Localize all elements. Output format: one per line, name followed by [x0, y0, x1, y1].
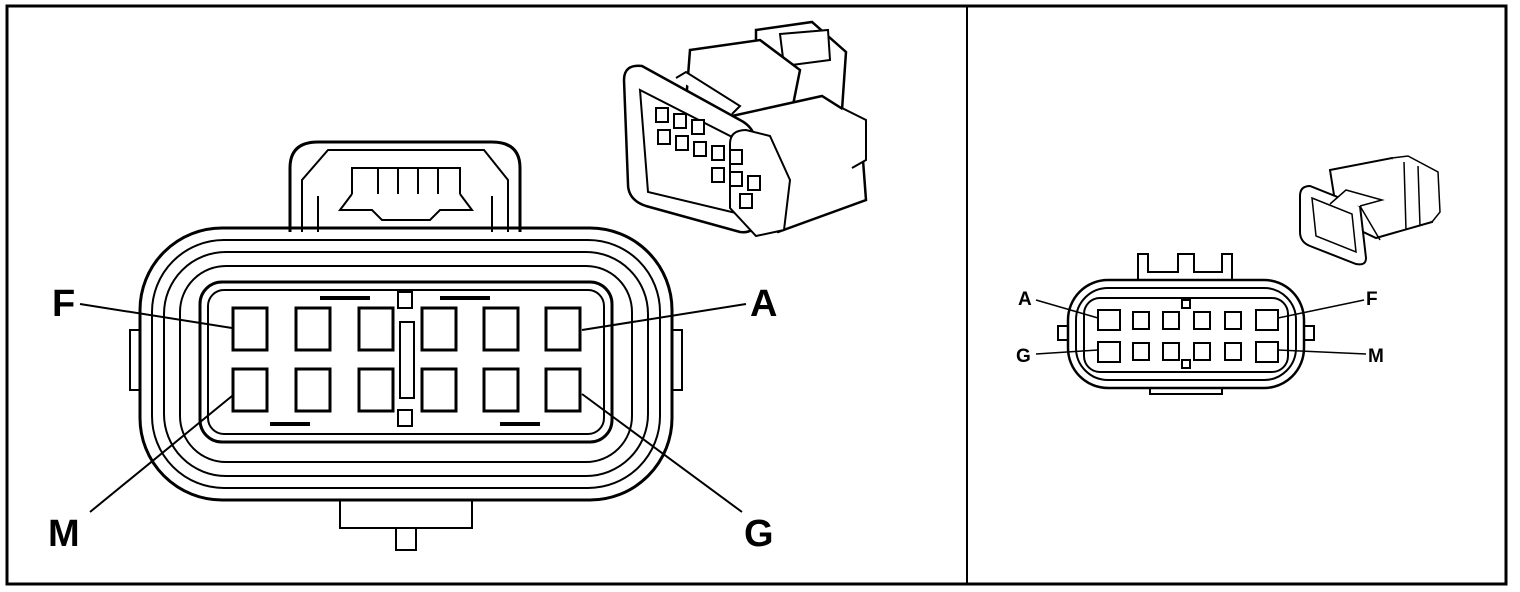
- right-label-top-left: A: [1018, 289, 1032, 310]
- pin-cavity: [357, 367, 395, 413]
- pin-cavity: [1193, 342, 1211, 361]
- pin-cavity: [1132, 311, 1150, 330]
- pin-cavity: [482, 367, 520, 413]
- right-label-top-right: F: [1366, 289, 1378, 310]
- left-label-top-left: F: [52, 283, 75, 325]
- pin-cavity: [1097, 341, 1121, 363]
- right-label-bottom-right: M: [1368, 346, 1384, 367]
- pin-cavity: [1224, 342, 1242, 361]
- pin-cavity: [1193, 311, 1211, 330]
- right-connector-face: [1057, 253, 1315, 395]
- pin-cavity: [1255, 309, 1279, 331]
- pin-cavity: [357, 306, 395, 352]
- left-pin-grid: [231, 306, 582, 413]
- pin-cavity: [1255, 341, 1279, 363]
- right-connector-isometric: [1299, 155, 1441, 266]
- right-pin-grid: [1097, 309, 1279, 363]
- pin-cavity: [420, 306, 458, 352]
- pin-cavity: [231, 367, 269, 413]
- pin-cavity: [294, 367, 332, 413]
- left-connector-face: [129, 140, 683, 551]
- pin-cavity: [1162, 311, 1180, 330]
- pin-cavity: [1162, 342, 1180, 361]
- left-leader-lines: [79, 303, 747, 513]
- pin-cavity: [482, 306, 520, 352]
- right-leader-lines: [1035, 299, 1367, 355]
- right-label-bottom-left: G: [1016, 346, 1031, 367]
- left-label-top-right: A: [750, 283, 777, 325]
- left-isometric-pins: [655, 107, 761, 209]
- pin-cavity: [1132, 342, 1150, 361]
- pin-cavity: [231, 306, 269, 352]
- pin-cavity: [294, 306, 332, 352]
- pin-cavity: [544, 306, 582, 352]
- left-label-bottom-right: G: [744, 513, 774, 555]
- pin-cavity: [1097, 309, 1121, 331]
- pin-cavity: [544, 367, 582, 413]
- left-label-bottom-left: M: [48, 513, 80, 555]
- pin-cavity: [420, 367, 458, 413]
- pin-cavity: [1224, 311, 1242, 330]
